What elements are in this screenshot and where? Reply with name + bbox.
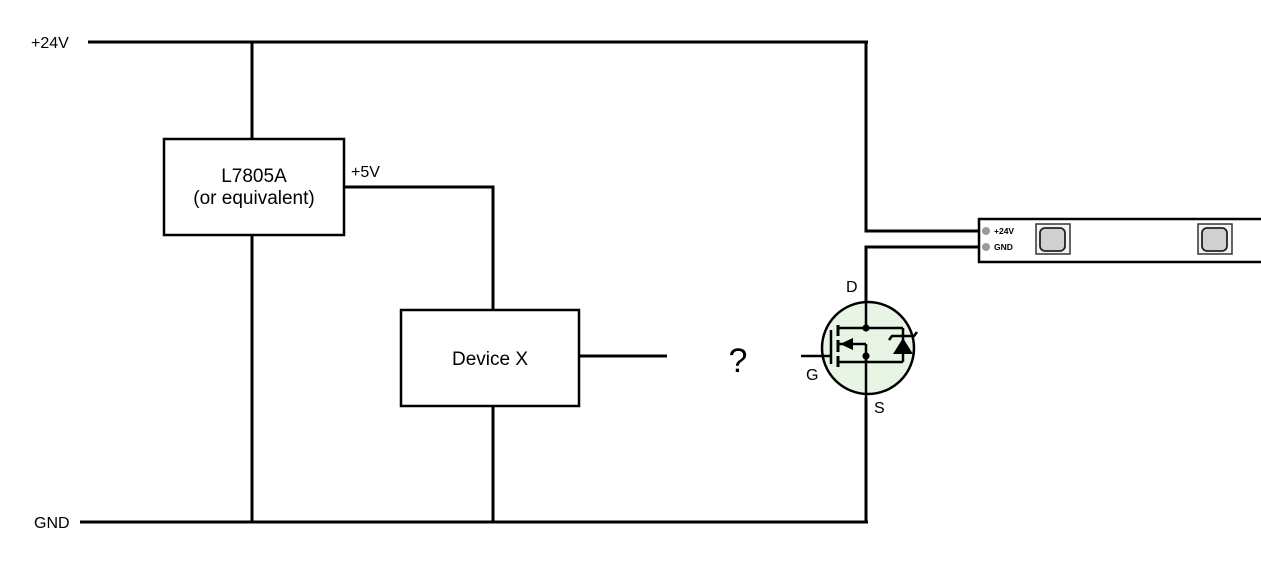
mosfet-source-label: S	[874, 400, 885, 417]
mosfet-gate-label: G	[806, 367, 818, 384]
regulator-output-label: +5V	[351, 164, 380, 181]
drain-node-dot	[862, 324, 870, 332]
regulator-block	[162, 137, 346, 237]
regulator-label-line2: (or equivalent)	[193, 188, 314, 209]
body-arrow	[840, 338, 853, 350]
regulator-to-device-wire	[344, 185, 495, 310]
unknown-link-label: ?	[729, 342, 748, 380]
led-1	[1035, 223, 1071, 255]
source-node-dot	[862, 352, 870, 360]
pad-gnd-label: GND	[994, 242, 1013, 252]
led-2-body	[1201, 227, 1228, 252]
led-1-body	[1039, 227, 1066, 252]
mosfet-body-circle	[820, 300, 916, 396]
mosfet-drain-label: D	[846, 279, 858, 296]
led-strip: +24V GND	[977, 217, 1261, 264]
device-label: Device X	[452, 349, 528, 370]
supply-to-strip-wire	[864, 42, 990, 233]
body-diode-bar	[888, 331, 918, 341]
supply-rail-label: +24V	[31, 35, 69, 52]
pad-plus-label: +24V	[994, 226, 1014, 236]
pad-gnd	[982, 243, 990, 251]
device-block	[399, 308, 581, 408]
regulator-label-line1: L7805A	[221, 166, 287, 187]
mosfet-symbol: D G S	[801, 247, 918, 417]
body-diode-triangle	[893, 338, 913, 354]
drain-to-strip-wire	[864, 245, 990, 302]
led-2	[1197, 223, 1233, 255]
pad-plus	[982, 227, 990, 235]
ground-rail-label: GND	[34, 515, 70, 532]
